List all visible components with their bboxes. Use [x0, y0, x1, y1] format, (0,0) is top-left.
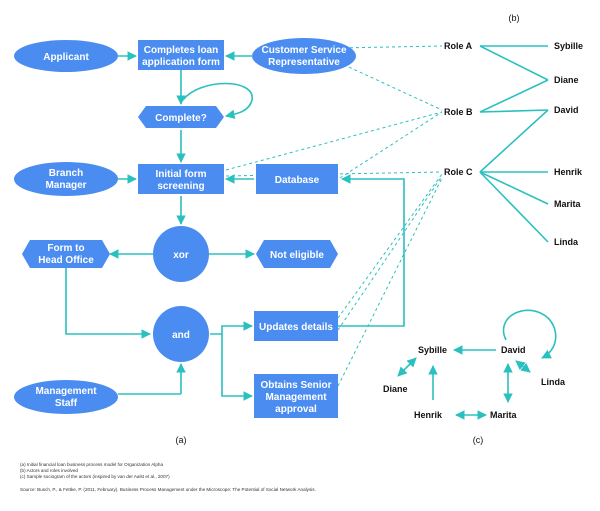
panel-label-b: (b) — [509, 13, 520, 23]
svg-text:Obtains Senior: Obtains Senior — [260, 380, 331, 391]
svg-text:Complete?: Complete? — [155, 113, 207, 124]
footnote-source: Source: Busch, P., & Fettke, P. (2011, F… — [20, 487, 316, 492]
node-applicant: Applicant — [14, 40, 118, 72]
svg-text:Completes loan: Completes loan — [144, 45, 218, 56]
node-database: Database — [256, 164, 338, 194]
node-and-gateway: and — [153, 306, 209, 362]
svg-text:Representative: Representative — [268, 57, 340, 68]
svg-text:approval: approval — [275, 404, 317, 415]
svg-text:Branch: Branch — [49, 168, 83, 179]
node-not-eligible: Not eligible — [256, 240, 338, 268]
socio-marita: Marita — [490, 410, 518, 420]
node-branch-manager: Branch Manager — [14, 162, 118, 196]
role-c-label: Role C — [444, 167, 473, 177]
svg-text:Customer Service: Customer Service — [261, 45, 346, 56]
svg-text:Management: Management — [35, 386, 97, 397]
sociogram-edges — [397, 309, 557, 420]
actor-marita: Marita — [554, 199, 582, 209]
footnote-a: (a) Initial financial loan business proc… — [20, 462, 163, 467]
svg-text:Manager: Manager — [45, 180, 86, 191]
svg-text:Management: Management — [265, 392, 327, 403]
socio-sybille: Sybille — [418, 345, 447, 355]
node-management-staff: Management Staff — [14, 380, 118, 414]
actor-david: David — [554, 105, 579, 115]
footnote-b: (b) Actors and roles involved — [20, 468, 78, 473]
actor-sybille: Sybille — [554, 41, 583, 51]
role-a-label: Role A — [444, 41, 473, 51]
edge-headoffice-to-and — [65, 268, 151, 339]
edge-complete-loop — [182, 82, 253, 120]
node-updates-details: Updates details — [254, 311, 338, 341]
panel-label-c: (c) — [473, 435, 484, 445]
actor-diane: Diane — [554, 75, 579, 85]
svg-text:Staff: Staff — [55, 398, 78, 409]
edge-updates-to-database — [338, 174, 405, 327]
socio-linda: Linda — [541, 377, 566, 387]
node-form-to-head-office: Form to Head Office — [22, 240, 110, 268]
node-csr: Customer Service Representative — [252, 38, 356, 74]
svg-text:Database: Database — [275, 175, 320, 186]
socio-david: David — [501, 345, 526, 355]
svg-text:Applicant: Applicant — [43, 52, 89, 63]
role-actor-edges — [479, 45, 549, 243]
svg-text:application form: application form — [142, 57, 220, 68]
node-completes-loan-form: Completes loan application form — [138, 40, 224, 70]
edge-and-to-updates — [210, 321, 253, 335]
socio-henrik: Henrik — [414, 410, 443, 420]
svg-text:xor: xor — [173, 250, 189, 261]
role-b-label: Role B — [444, 107, 473, 117]
node-xor-gateway: xor — [153, 226, 209, 282]
svg-text:Initial form: Initial form — [155, 169, 206, 180]
node-obtains-approval: Obtains Senior Management approval — [254, 374, 338, 418]
svg-text:Not eligible: Not eligible — [270, 250, 324, 261]
svg-text:screening: screening — [157, 181, 204, 192]
svg-text:Head Office: Head Office — [38, 255, 94, 266]
edge-and-to-approval — [221, 334, 253, 401]
footnote-c: (c) Sample sociogram of the actors (insp… — [20, 474, 170, 479]
panel-label-a: (a) — [176, 435, 187, 445]
process-edges — [65, 51, 405, 401]
node-complete-decision: Complete? — [138, 106, 224, 128]
actor-henrik: Henrik — [554, 167, 583, 177]
svg-text:Updates details: Updates details — [259, 322, 333, 333]
socio-diane: Diane — [383, 384, 408, 394]
svg-text:and: and — [172, 330, 190, 341]
svg-text:Form to: Form to — [47, 243, 84, 254]
node-initial-screening: Initial form screening — [138, 164, 224, 194]
actor-linda: Linda — [554, 237, 579, 247]
